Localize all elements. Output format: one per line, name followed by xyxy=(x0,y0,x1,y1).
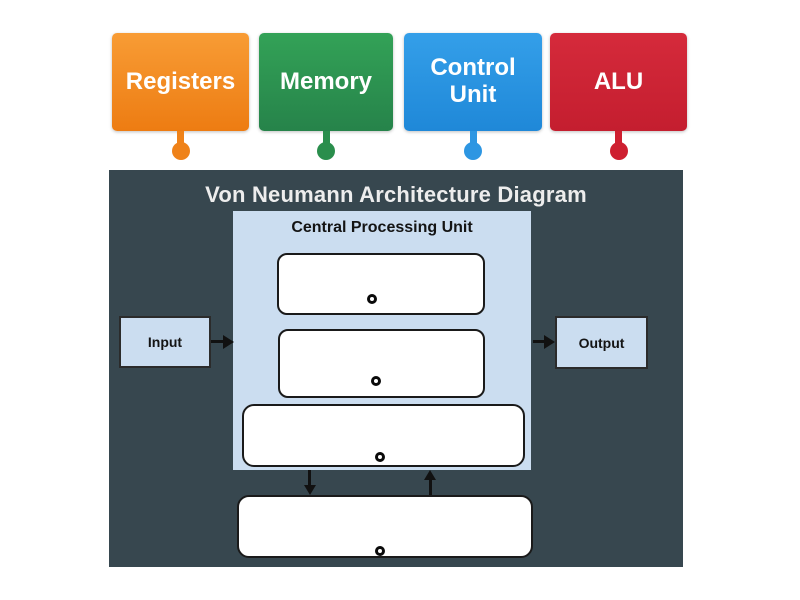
label-chip-alu[interactable]: ALU xyxy=(550,33,687,160)
arrow-cpu-to-output-head xyxy=(544,335,555,349)
arrow-input-to-cpu xyxy=(211,340,224,343)
drop-target-circle-4[interactable] xyxy=(375,546,385,556)
drop-zone-cpu-2[interactable] xyxy=(278,329,485,398)
chip-connector-stem xyxy=(469,131,477,144)
chip-connector-stem xyxy=(177,131,184,144)
label-chip-memory-text: Memory xyxy=(279,67,373,95)
drop-zone-bottom[interactable] xyxy=(237,495,533,558)
chip-connector xyxy=(171,131,190,160)
chip-connector xyxy=(464,131,482,160)
arrow-cpu-to-memory-head xyxy=(304,485,316,495)
label-chip-control-unit-text: Control Unit xyxy=(430,54,516,108)
chip-connector xyxy=(317,131,335,160)
label-chip-alu-text: ALU xyxy=(593,67,644,95)
cpu-box-label: Central Processing Unit xyxy=(291,219,473,236)
chip-connector-dot xyxy=(171,142,190,160)
arrow-input-to-cpu-head xyxy=(223,335,234,349)
chip-connector-dot xyxy=(609,142,628,160)
arrow-memory-to-cpu-head xyxy=(424,470,436,480)
drop-target-circle-1[interactable] xyxy=(367,294,377,304)
arrow-cpu-to-output xyxy=(533,340,545,343)
input-box: Input xyxy=(119,316,211,368)
input-box-label: Input xyxy=(147,334,183,350)
output-box: Output xyxy=(555,316,648,369)
label-chip-control-unit[interactable]: Control Unit xyxy=(404,33,542,160)
diagram-title: Von Neumann Architecture Diagram xyxy=(205,182,587,207)
arrow-memory-to-cpu xyxy=(429,479,432,495)
chip-connector-stem xyxy=(322,131,330,144)
label-chip-registers[interactable]: Registers xyxy=(112,33,249,160)
diagram-panel: Von Neumann Architecture Diagram Central… xyxy=(109,170,683,567)
label-chip-memory[interactable]: Memory xyxy=(259,33,393,160)
chip-connector-dot xyxy=(317,142,335,160)
drop-target-circle-2[interactable] xyxy=(371,376,381,386)
chip-connector-stem xyxy=(615,131,622,144)
chip-connector xyxy=(609,131,628,160)
drop-zone-cpu-1[interactable] xyxy=(277,253,485,315)
drop-target-circle-3[interactable] xyxy=(375,452,385,462)
arrow-cpu-to-memory xyxy=(308,470,311,486)
label-chip-registers-text: Registers xyxy=(125,67,236,95)
chip-connector-dot xyxy=(464,142,482,160)
output-box-label: Output xyxy=(578,334,625,351)
